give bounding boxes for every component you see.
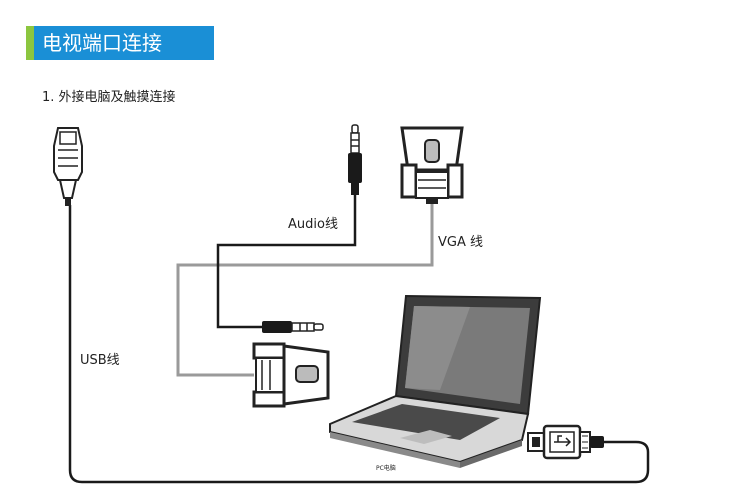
vga-cable xyxy=(176,200,434,377)
header-accent-bar xyxy=(26,26,34,60)
vga-connector-top-icon xyxy=(400,126,464,204)
audio-jack-top-icon xyxy=(348,124,362,195)
usb-b-connector-icon xyxy=(53,127,83,206)
laptop-icon xyxy=(329,294,542,468)
page-title: 电视端口连接 xyxy=(34,26,214,60)
vga-connector-lower-icon xyxy=(252,342,330,408)
audio-cable xyxy=(216,195,357,329)
usb-a-connector-icon xyxy=(527,424,604,460)
pc-label: PC电脑 xyxy=(376,464,396,472)
usb-cable-label: USB线 xyxy=(80,353,120,368)
section-subtitle: 1. 外接电脑及触摸连接 xyxy=(42,90,176,105)
audio-cable-label: Audio线 xyxy=(288,217,338,232)
usb-cable xyxy=(68,205,650,484)
vga-cable-label: VGA 线 xyxy=(438,235,483,250)
audio-jack-lower-icon xyxy=(262,321,324,333)
